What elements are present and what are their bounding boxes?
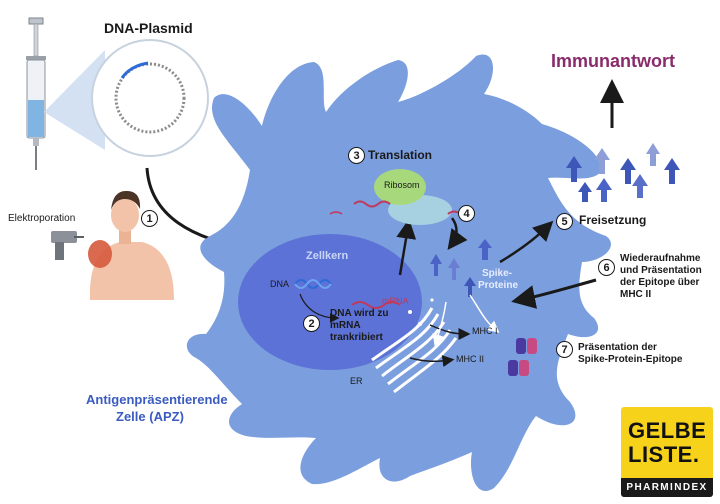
wiederaufnahme-label-2: und Präsentation [620, 265, 702, 276]
syringe-icon [26, 17, 46, 170]
mhc-molecule-icon [508, 338, 537, 376]
electroporation-device-icon [51, 231, 84, 260]
released-spike-proteins-icon [566, 143, 680, 202]
step-2-badge: 2 [303, 315, 320, 332]
zellkern-label: Zellkern [306, 250, 349, 262]
ribosome-icon [329, 169, 461, 225]
spike-protein-icon [430, 239, 492, 297]
spike-label-1: Spike- [482, 268, 513, 279]
mhc1-label: MHC I [472, 326, 498, 336]
wiederaufnahme-label-1: Wiederaufnahme [620, 253, 701, 264]
step-6-badge: 6 [598, 259, 615, 276]
immunantwort-label: Immunantwort [551, 51, 675, 71]
praesentation-label-2: Spike-Protein-Epitope [578, 354, 683, 365]
plasmid-label: DNA-Plasmid [104, 20, 193, 36]
wiederaufnahme-label-4: MHC II [620, 289, 652, 300]
patient-icon [88, 190, 174, 300]
freisetzung-label: Freisetzung [579, 213, 647, 227]
elektroporation-label: Elektroporation [8, 213, 76, 224]
logo-line-2: LISTE. [628, 442, 700, 467]
plasmid-icon [91, 39, 209, 157]
dna-label: DNA [270, 279, 290, 289]
logo-subtitle: PHARMINDEX [621, 478, 713, 497]
ribosom-label: Ribosom [384, 180, 420, 190]
zoom-beam [44, 50, 105, 150]
mrna-strand-icon [351, 301, 401, 309]
er-label: ER [350, 376, 363, 386]
praesentation-label-1: Präsentation der [578, 342, 657, 353]
gelbe-liste-logo: GELBE LISTE. PHARMINDEX [621, 407, 713, 497]
step-3-badge: 3 [348, 147, 365, 164]
mhc2-label: MHC II [456, 354, 484, 364]
mrna-label: mRNA [382, 296, 409, 306]
transcription-label-3: trankribiert [330, 332, 383, 343]
spike-label-2: Proteine [478, 280, 519, 291]
apz-label-1: Antigenpräsentierende [86, 392, 228, 407]
transcription-label-1: DNA wird zu [330, 308, 389, 319]
logo-line-1: GELBE [628, 418, 707, 443]
translation-label: Translation [368, 148, 433, 162]
step-4-badge: 4 [458, 205, 475, 222]
dna-helix-icon [294, 279, 332, 289]
nucleus [238, 234, 422, 370]
transcription-label-2: mRNA [330, 320, 361, 331]
step-1-badge: 1 [141, 210, 158, 227]
apz-label-2: Zelle (APZ) [116, 409, 184, 424]
wiederaufnahme-label-3: der Epitope über [620, 277, 700, 288]
step-5-badge: 5 [556, 213, 573, 230]
step-7-badge: 7 [556, 341, 573, 358]
